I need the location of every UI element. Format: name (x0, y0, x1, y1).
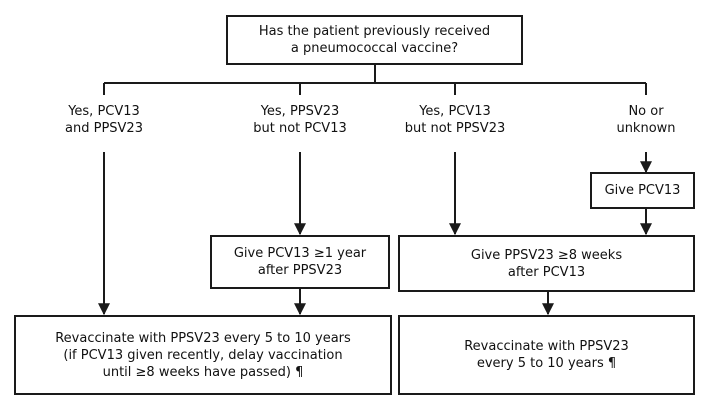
question-line-2: a pneumococcal vaccine? (290, 41, 459, 56)
branch-label-no-or-unknown: No or unknown (616, 104, 676, 136)
give-pcv13-after-ppsv23-box: Give PCV13 ≥1 year after PPSV23 (210, 235, 390, 289)
question-box: Has the patient previously received a pn… (226, 15, 523, 65)
revaccinate-box: Revaccinate with PPSV23 every 5 to 10 ye… (398, 315, 695, 395)
revaccinate-with-delay-box: Revaccinate with PPSV23 every 5 to 10 ye… (14, 315, 392, 395)
question-line-1: Has the patient previously received (258, 24, 491, 39)
give-ppsv23-after-pcv13-box: Give PPSV23 ≥8 weeks after PCV13 (398, 235, 695, 292)
give-pcv13-box: Give PCV13 (590, 172, 695, 209)
branch-label-pcv13-and-ppsv23: Yes, PCV13 and PPSV23 (65, 104, 143, 136)
branch-label-pcv13-not-ppsv23: Yes, PCV13 but not PPSV23 (404, 104, 506, 136)
branch-label-ppsv23-not-pcv13: Yes, PPSV23 but not PCV13 (253, 104, 347, 136)
